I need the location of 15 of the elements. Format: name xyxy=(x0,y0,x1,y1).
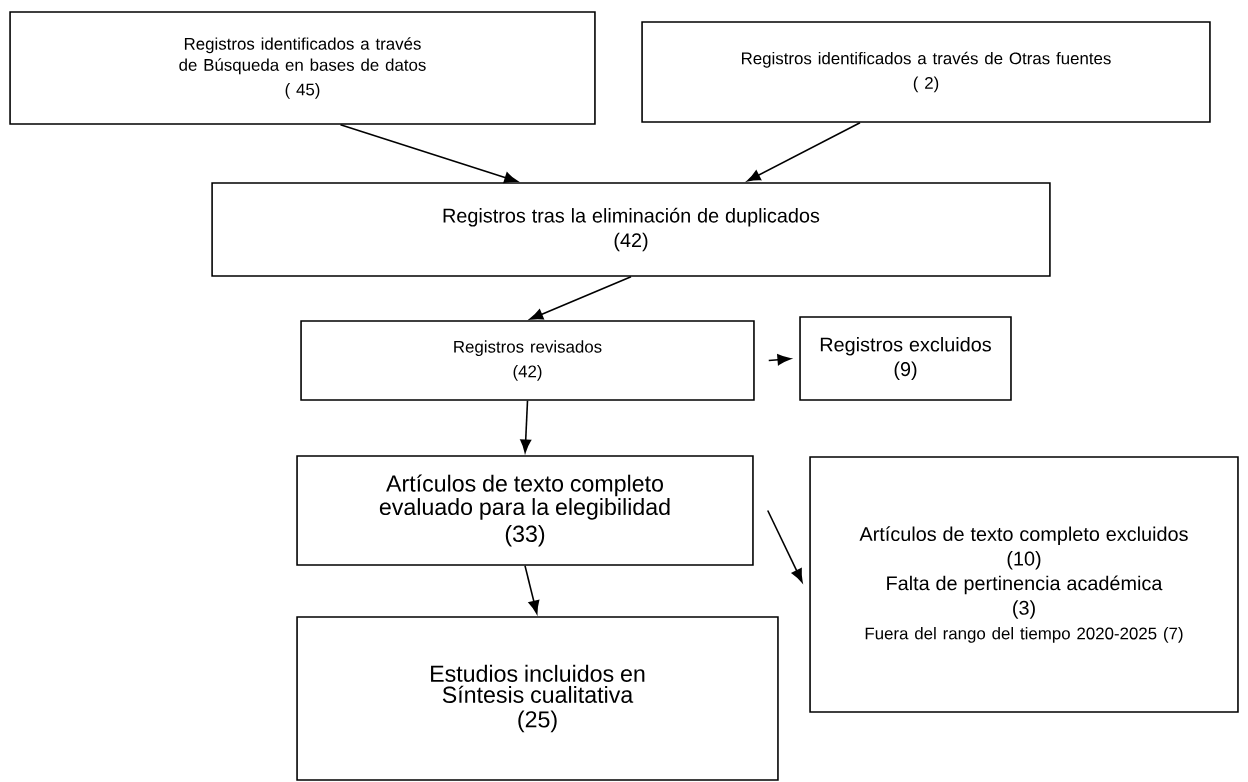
process-box: Artículos de texto completo excluidos (10) Falta de pertinencia académica (3) Fuera del rango del tiempo 2020-2025 (7) xyxy=(809,456,1239,713)
arrow xyxy=(747,122,861,182)
arrow xyxy=(529,276,632,320)
process-box: Registros tras la eliminación de duplicados (42) xyxy=(211,182,1051,277)
arrow xyxy=(766,509,803,583)
process-box: Registros excluidos (9) xyxy=(799,316,1012,401)
arrow xyxy=(520,400,532,453)
process-box: Registros identificados a través de Otras fuentes ( 2) xyxy=(641,21,1211,123)
process-box: Registros revisados (42) xyxy=(300,320,755,401)
arrow xyxy=(767,354,791,366)
arrow xyxy=(524,565,540,614)
process-box: Estudios incluidos en Síntesis cualitativa (25) xyxy=(296,616,779,781)
process-box: Registros identificados a través de Búsqueda en bases de datos ( 45) xyxy=(9,11,596,125)
arrow xyxy=(339,124,518,183)
process-box: Artículos de texto completo evaluado para la elegibilidad (33) xyxy=(296,455,754,566)
